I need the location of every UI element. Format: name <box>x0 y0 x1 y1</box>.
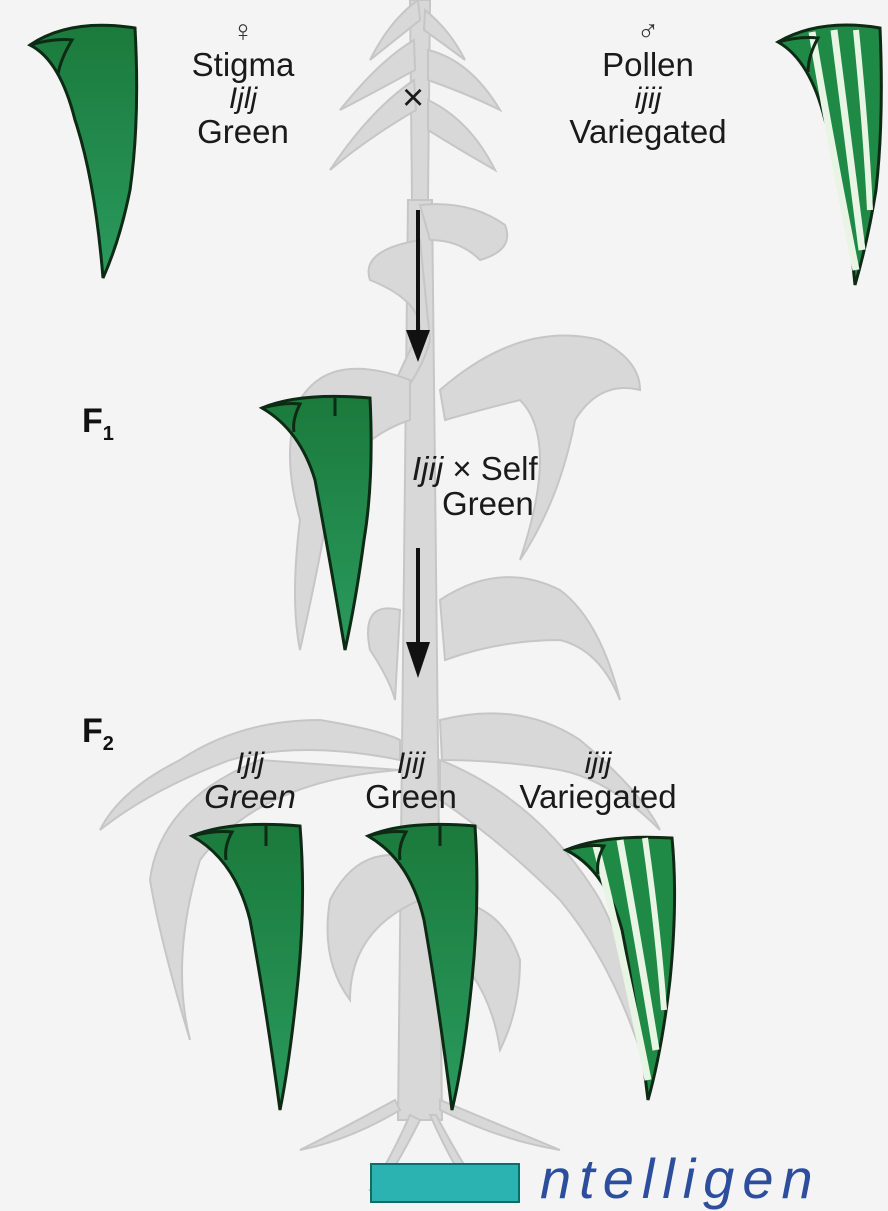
cross-symbol: × <box>402 78 424 118</box>
female-parent-label: ♀ Stigma Ijlj Green <box>168 16 318 150</box>
f2-generation-label: F2 <box>82 712 114 756</box>
leaf-green-female <box>30 25 137 278</box>
male-phenotype: Variegated <box>548 115 748 150</box>
female-part: Stigma <box>168 48 318 83</box>
f2-offspring-1: Ijlj Green <box>180 748 320 815</box>
f2-offspring-3: ijij Variegated <box>488 748 708 815</box>
male-symbol: ♂ <box>548 16 748 48</box>
female-phenotype: Green <box>168 115 318 150</box>
f1-label: Ijij × Self Green <box>412 452 538 522</box>
male-parent-label: ♂ Pollen ijij Variegated <box>548 16 748 150</box>
watermark-text: ntelligen <box>540 1146 821 1211</box>
f1-genotype: Ijij <box>412 450 443 487</box>
logo-box <box>370 1163 520 1203</box>
leaf-variegated-male <box>778 25 881 285</box>
f2-offspring-2: Ijij Green <box>346 748 476 815</box>
plant-silhouette <box>100 0 660 1190</box>
female-symbol: ♀ <box>168 16 318 48</box>
male-genotype: ijij <box>548 83 748 115</box>
f1-generation-label: F1 <box>82 402 114 446</box>
leaf-green-f2-homozygous <box>192 824 303 1110</box>
male-part: Pollen <box>548 48 748 83</box>
female-genotype: Ijlj <box>168 83 318 115</box>
f1-cross: × Self <box>452 450 537 487</box>
f1-phenotype: Green <box>412 487 538 522</box>
